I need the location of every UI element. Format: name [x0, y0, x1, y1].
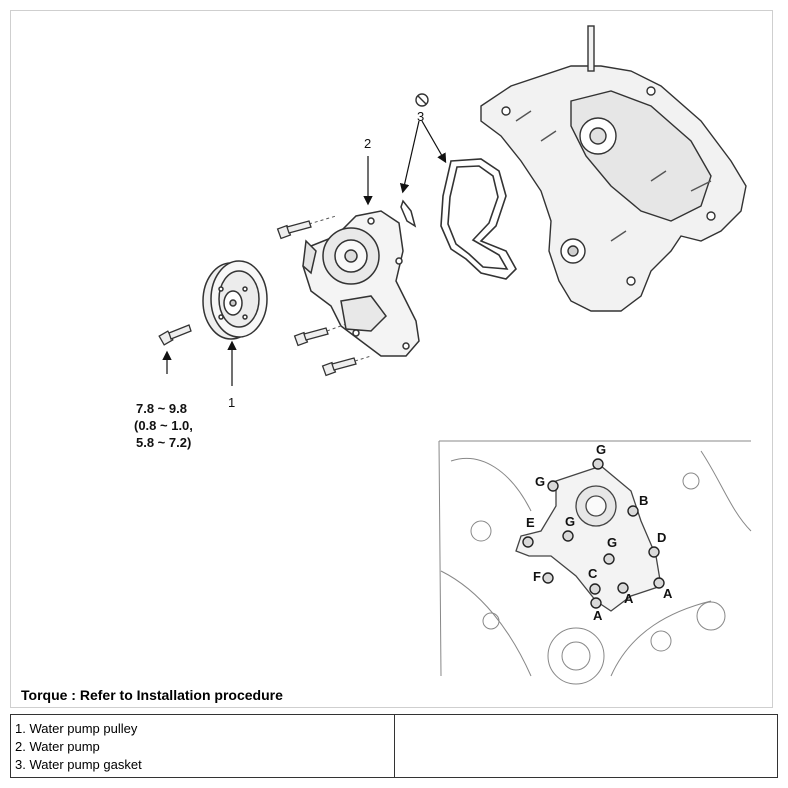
bolt-pulley — [158, 324, 192, 346]
bolt-pump-middle — [293, 327, 329, 347]
timing-cover — [480, 65, 747, 312]
timing-cover-stud — [587, 25, 595, 72]
callout-leaders — [162, 120, 447, 386]
bolt-pump-lower — [321, 357, 357, 377]
water-pump — [302, 210, 420, 357]
water-pump-pulley — [202, 260, 268, 340]
installed-view: G G B E G D G F C A A A — [438, 440, 752, 685]
bolt-letters: G G B E G D G F C A A A — [526, 442, 673, 623]
bolt-guide-lines — [308, 215, 372, 362]
legend-right-column — [395, 715, 777, 777]
callout-3-label: 3 — [417, 109, 424, 124]
bolt-letter: G — [535, 474, 545, 489]
bolt-pump-upper — [276, 220, 312, 240]
water-pump-exploded-view: 1 2 3 7.8 ~ 9.8 (0.8 ~ 1.0, 5.8 ~ 7.2) — [134, 25, 752, 685]
water-pump-gasket — [440, 158, 517, 280]
torque-spec-line-3: 5.8 ~ 7.2) — [136, 435, 191, 450]
bolt-letter: G — [596, 442, 606, 457]
bolt-letter: C — [588, 566, 598, 581]
bolt-letter: A — [593, 608, 603, 623]
bolt-letter: E — [526, 515, 535, 530]
callout-2-label: 2 — [364, 136, 371, 151]
legend-left-column: 1. Water pump pulley 2. Water pump 3. Wa… — [11, 715, 395, 777]
bolt-letter: A — [663, 586, 673, 601]
bolt-letter: F — [533, 569, 541, 584]
gasket-clip — [400, 199, 417, 228]
legend-table: 1. Water pump pulley 2. Water pump 3. Wa… — [10, 714, 778, 778]
bolt-letter: A — [624, 591, 634, 606]
bolt-letter: G — [565, 514, 575, 529]
bolt-letter: D — [657, 530, 666, 545]
torque-spec-line-1: 7.8 ~ 9.8 — [136, 401, 187, 416]
legend-item: 1. Water pump pulley — [15, 721, 138, 736]
legend-item: 3. Water pump gasket — [15, 757, 142, 772]
torque-note: Torque : Refer to Installation procedure — [21, 687, 283, 703]
bolt-letter: G — [607, 535, 617, 550]
torque-spec-line-2: (0.8 ~ 1.0, — [134, 418, 193, 433]
small-o-ring — [415, 93, 429, 107]
legend-item: 2. Water pump — [15, 739, 100, 754]
exploded-diagram-frame: 1 2 3 7.8 ~ 9.8 (0.8 ~ 1.0, 5.8 ~ 7.2) — [10, 10, 773, 708]
bolt-letter: B — [639, 493, 648, 508]
callout-1-label: 1 — [228, 395, 235, 410]
